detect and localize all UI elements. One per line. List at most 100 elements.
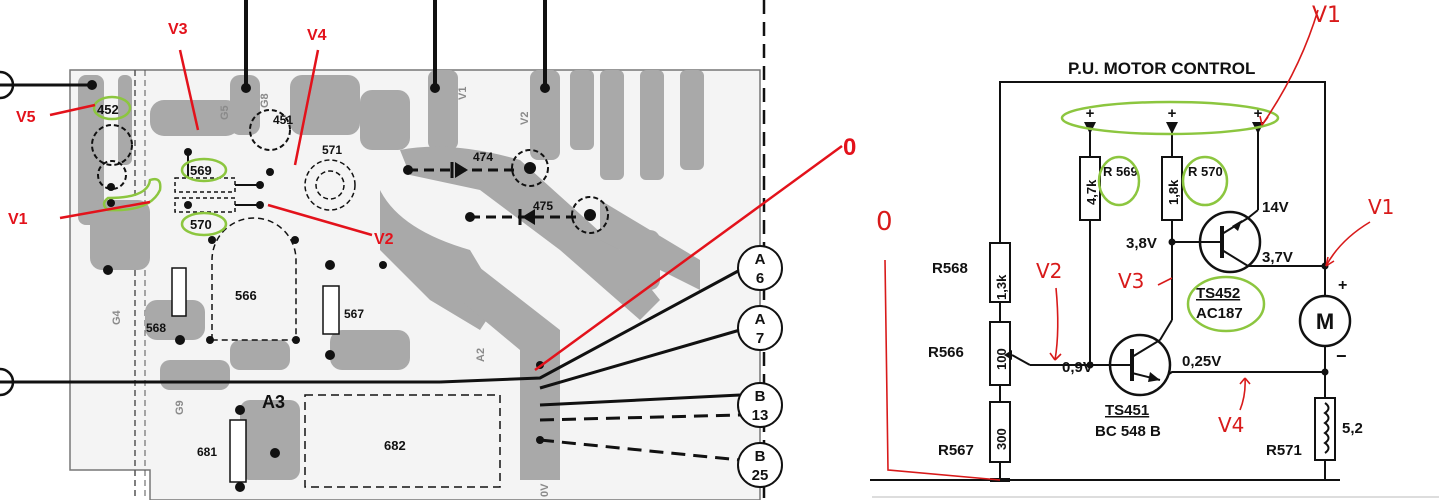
red-arrows: [49, 49, 843, 372]
top-wires: [244, 0, 547, 88]
supply-plus-1: +: [1086, 105, 1095, 122]
coil-571-outline: [304, 159, 356, 211]
label-v3: V3: [168, 21, 188, 38]
pcb-panel: V3 V4 V5 V1 V2 0 452 569 570 451 571 474…: [0, 0, 856, 500]
connector-a6: [737, 245, 783, 291]
mark-v1: V1: [457, 87, 469, 100]
diode-475: [470, 209, 580, 225]
label-a3: A3: [262, 392, 285, 412]
transistor-ts451: [1108, 319, 1173, 397]
mark-g9: G9: [174, 400, 186, 415]
label-681: 681: [197, 445, 217, 459]
motor-plus: +: [1338, 277, 1347, 294]
r571-value: 5,2: [1342, 420, 1363, 437]
label-451: 451: [273, 113, 293, 127]
label-682: 682: [384, 438, 406, 453]
r567-name: R567: [938, 442, 974, 459]
mark-0v: 0V: [539, 483, 551, 497]
r571-name: R571: [1266, 442, 1302, 459]
connector-circle-left: [0, 367, 15, 397]
coil-571-outline: [315, 170, 345, 200]
label-475: 475: [533, 199, 553, 213]
connector-a7-letter: A: [755, 311, 766, 328]
voltage-14v: 14V: [1262, 199, 1289, 216]
handwritten-marks: [884, 9, 1371, 481]
ts452-type: AC187: [1196, 305, 1243, 322]
connector-a6-number: 6: [756, 270, 764, 287]
r570-circled-label: R 570: [1188, 164, 1223, 179]
label-v4: V4: [307, 27, 327, 44]
connector-b13-number: 13: [752, 407, 769, 424]
label-zero: 0: [843, 134, 856, 161]
supply-plus-2: +: [1168, 105, 1177, 122]
transistor-452-outline: [97, 160, 127, 190]
r569-circled-label: R 569: [1103, 164, 1138, 179]
voltage-0-9v: 0,9V: [1062, 359, 1093, 376]
resistor-r570: [1161, 156, 1183, 221]
label-v1: V1: [8, 211, 28, 228]
r567-value: 300: [994, 428, 1009, 450]
label-570: 570: [190, 217, 212, 232]
ts451-name: TS451: [1105, 402, 1149, 419]
resistor-r571: [1314, 397, 1336, 461]
label-568: 568: [146, 321, 166, 335]
motor: M + −: [1298, 277, 1352, 366]
pad-ring: [571, 196, 609, 234]
ts452-name: TS452: [1196, 285, 1240, 302]
r568-value: 1,3k: [994, 274, 1009, 300]
schematic-title: P.U. MOTOR CONTROL: [1068, 59, 1255, 78]
hand-v1-right: V1: [1368, 195, 1394, 219]
hand-v4: V4: [1218, 413, 1244, 437]
mark-g8: G8: [259, 93, 271, 108]
hand-zero: 0: [876, 207, 893, 237]
transistor-451-outline: [249, 109, 291, 151]
resistor-r567: [989, 401, 1011, 463]
r566-wiper-arrow: [1004, 350, 1012, 360]
r570-value: 1,8k: [1166, 179, 1181, 205]
connector-a7: [737, 305, 783, 351]
label-571: 571: [322, 143, 342, 157]
voltage-3-8v: 3,8V: [1126, 235, 1157, 252]
schematic-green-highlights: [1060, 100, 1280, 333]
mark-v2: V2: [519, 112, 531, 125]
label-v5: V5: [16, 109, 36, 126]
mark-g4: G4: [111, 309, 123, 325]
connector-circle-left: [0, 70, 15, 100]
pads: [87, 80, 596, 492]
label-566: 566: [235, 288, 257, 303]
r566-name: R566: [928, 344, 964, 361]
pot-566-outline: [211, 217, 297, 341]
green-highlights: [92, 95, 228, 237]
r569-circled-text: R 569: [1103, 164, 1138, 179]
component-682-outline: [304, 394, 501, 488]
label-v2: V2: [374, 231, 394, 248]
motor-label: M: [1316, 309, 1334, 334]
resistor-681-body: [229, 419, 247, 483]
connector-wires: [439, 268, 741, 462]
label-474: 474: [473, 150, 493, 164]
resistor-r568: [989, 242, 1011, 303]
r566-wiper: [1011, 354, 1031, 366]
connector-b25-number: 25: [752, 467, 769, 484]
connector-a7-number: 7: [756, 330, 764, 347]
mark-g5: G5: [219, 105, 231, 120]
hand-v1-top: V1: [1312, 3, 1341, 28]
r568-name: R568: [932, 260, 968, 277]
schematic-panel: + + +: [870, 3, 1439, 498]
resistor-568-body: [171, 267, 187, 317]
r566-value: 100: [994, 348, 1009, 370]
supply-plus-3: +: [1254, 105, 1263, 122]
hand-v2: V2: [1036, 259, 1062, 283]
connector-b25: [737, 442, 783, 488]
voltage-0-25v: 0,25V: [1182, 353, 1221, 370]
schematic-wires: [870, 81, 1340, 481]
connector-b13: [737, 382, 783, 428]
mark-a2: A2: [475, 348, 487, 362]
label-569: 569: [190, 163, 212, 178]
resistor-567-body: [322, 285, 340, 335]
r569-value: 4,7k: [1084, 179, 1099, 205]
r571-coil: [1323, 402, 1330, 454]
diode-474: [408, 162, 520, 178]
ts451-type: BC 548 B: [1095, 423, 1161, 440]
